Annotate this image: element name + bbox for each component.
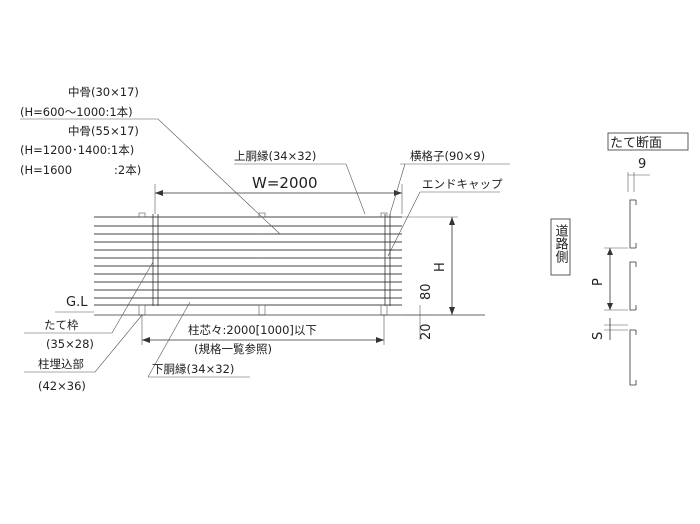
- dim-80-label: 80: [419, 283, 434, 300]
- center-frame-3-note-a: (H=1600: [20, 163, 72, 177]
- vertical-frame-size: (35×28): [46, 337, 94, 351]
- end-cap-label: エンドキャップ: [422, 177, 503, 191]
- width-label: W=2000: [252, 174, 318, 192]
- center-frame-3-note-b: :2本): [114, 163, 141, 177]
- gap-label: S: [591, 332, 606, 340]
- bottom-rail-label: 下胴縁(34×32): [152, 362, 234, 376]
- top-rail-label: 上胴縁(34×32): [234, 149, 316, 163]
- section-dim-9-label: 9: [638, 157, 646, 172]
- post-embed-size: (42×36): [38, 379, 86, 393]
- post-spacing-label: 柱芯々:2000[1000]以下: [188, 323, 317, 337]
- fence-slats: [94, 216, 402, 306]
- post-embed-label: 柱埋込部: [38, 357, 84, 371]
- height-label: H: [433, 262, 448, 272]
- center-frame-1-label: 中骨(30×17): [68, 85, 139, 99]
- fence-posts: [138, 212, 391, 316]
- center-frame-1-note: (H=600～1000:1本): [20, 105, 133, 119]
- dim-20-label: 20: [419, 323, 434, 340]
- height-dimension: [402, 216, 458, 340]
- leader-lines: [20, 118, 510, 378]
- post-spacing-note: (規格一覧参照): [194, 342, 272, 356]
- road-side-label: 道路側: [553, 224, 569, 263]
- ground-line-label: G.L: [66, 295, 88, 310]
- section-title: たて断面: [610, 136, 662, 151]
- road-side-label-box: [550, 218, 571, 276]
- pitch-label: P: [591, 278, 606, 286]
- horizontal-lattice-label: 横格子(90×9): [410, 149, 485, 163]
- post-spacing-dimension: [141, 315, 385, 345]
- vertical-frame-label: たて枠: [44, 318, 79, 332]
- section-view: [604, 132, 689, 386]
- center-frame-2-note: (H=1200･1400:1本): [20, 143, 134, 157]
- center-frame-2-label: 中骨(55×17): [68, 124, 139, 138]
